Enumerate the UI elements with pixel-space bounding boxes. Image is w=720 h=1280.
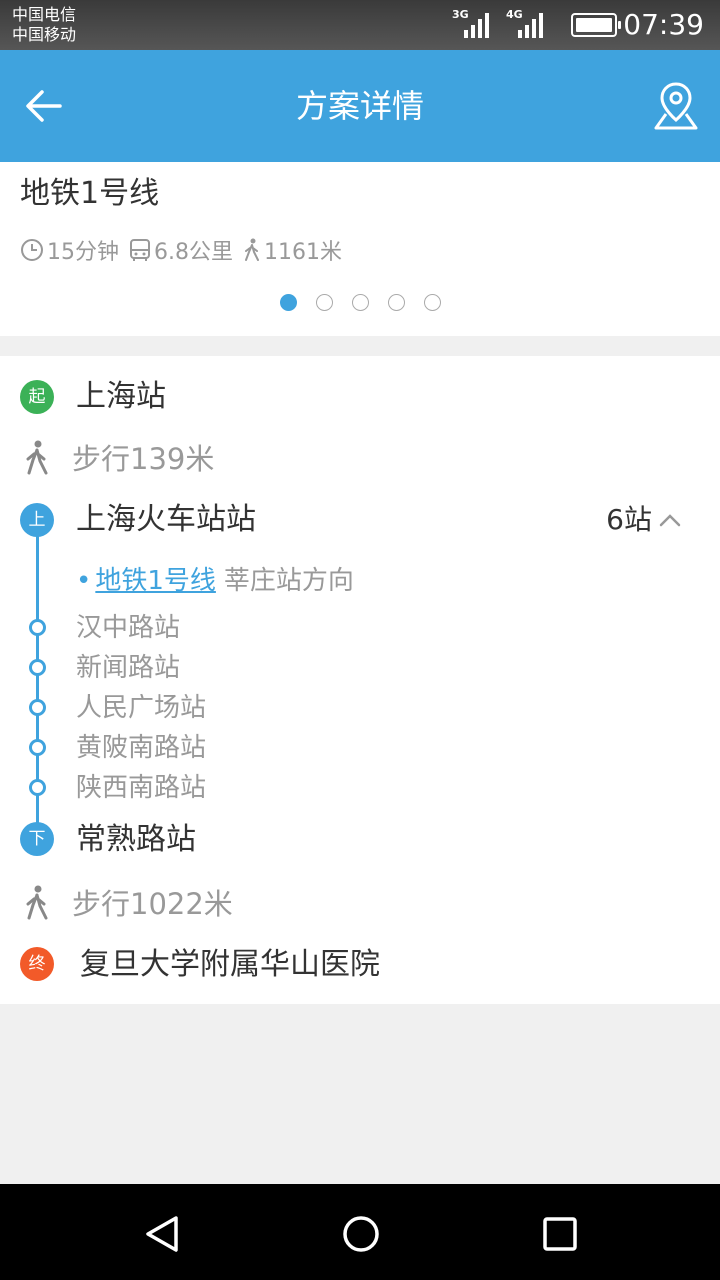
board-badge: 上 (20, 503, 54, 537)
line-bullet: • (76, 566, 92, 596)
alight-station: 常熟路站 (76, 822, 196, 857)
transit-line-track (36, 516, 39, 840)
stop-dot (29, 619, 46, 636)
intermediate-stop: 新闻路站 (76, 653, 181, 683)
map-location-icon[interactable] (652, 78, 700, 134)
intermediate-stop: 人民广场站 (76, 693, 207, 723)
clock-icon (21, 239, 43, 261)
signal-4g-icon: 4G (506, 8, 546, 38)
status-time: 07:39 (623, 8, 704, 41)
board-station: 上海火车站站 (76, 502, 256, 537)
title-bar: 方案详情 (0, 50, 720, 162)
start-badge: 起 (20, 380, 54, 414)
walk-segment-1: 步行139米 (72, 442, 215, 476)
nav-back-icon[interactable] (140, 1212, 184, 1256)
walking-icon (26, 440, 48, 475)
intermediate-stop: 汉中路站 (76, 613, 181, 643)
intermediate-stop: 黄陂南路站 (76, 733, 207, 763)
battery-fill (576, 18, 612, 32)
pager-dot[interactable] (351, 294, 369, 311)
intermediate-stop: 陕西南路站 (76, 773, 207, 803)
stop-dot (29, 699, 46, 716)
system-nav-bar (0, 1184, 720, 1280)
network-type-1: 3G (452, 8, 469, 21)
carrier-labels: 中国电信 中国移动 (12, 5, 76, 45)
line-name-link[interactable]: 地铁1号线 (95, 566, 216, 596)
distance-text: 6.8公里 (154, 240, 233, 265)
line-info: •地铁1号线莘庄站方向 (76, 563, 354, 599)
plan-pager (0, 294, 720, 311)
page-title: 方案详情 (295, 87, 424, 125)
carrier-2: 中国移动 (12, 25, 77, 44)
nav-recents-icon[interactable] (538, 1212, 582, 1256)
line-direction: 莘庄站方向 (223, 566, 354, 596)
walk-distance-item: 1161米 (243, 234, 342, 266)
route-detail-card: 起 上海站 步行139米 上 上海火车站站 6站 •地铁1号线莘庄站方向 汉中路… (0, 356, 720, 1004)
walking-icon (245, 238, 259, 261)
stop-dot (29, 779, 46, 796)
pager-dot[interactable] (423, 294, 441, 311)
plan-line-name: 地铁1号线 (20, 176, 160, 211)
end-station: 复旦大学附属华山医院 (80, 947, 380, 982)
walking-icon (26, 885, 48, 920)
distance-item: 6.8公里 (129, 234, 233, 266)
walk-distance-text: 1161米 (264, 240, 342, 265)
end-badge: 终 (20, 947, 54, 981)
duration-text: 15分钟 (47, 240, 119, 265)
battery-icon (571, 13, 621, 37)
back-arrow-icon[interactable] (20, 82, 68, 130)
bus-icon (130, 239, 150, 261)
network-type-2: 4G (506, 8, 523, 21)
alight-badge: 下 (20, 822, 54, 856)
pager-dot[interactable] (279, 294, 297, 311)
pager-dot[interactable] (387, 294, 405, 311)
plan-summary-card[interactable]: 地铁1号线 15分钟 6.8公里 1161米 (0, 162, 720, 336)
chevron-up-icon[interactable] (658, 512, 682, 528)
pager-dot[interactable] (315, 294, 333, 311)
nav-home-icon[interactable] (339, 1212, 383, 1256)
status-bar: 中国电信 中国移动 3G 4G 07:39 (0, 0, 720, 50)
duration-item: 15分钟 (20, 234, 119, 266)
walk-segment-2: 步行1022米 (72, 887, 233, 921)
stop-dot (29, 739, 46, 756)
stop-dot (29, 659, 46, 676)
stops-count[interactable]: 6站 (606, 503, 652, 536)
carrier-1: 中国电信 (12, 5, 77, 24)
plan-meta: 15分钟 6.8公里 1161米 (20, 234, 352, 266)
signal-3g-icon: 3G (452, 8, 492, 38)
start-station: 上海站 (76, 379, 166, 414)
